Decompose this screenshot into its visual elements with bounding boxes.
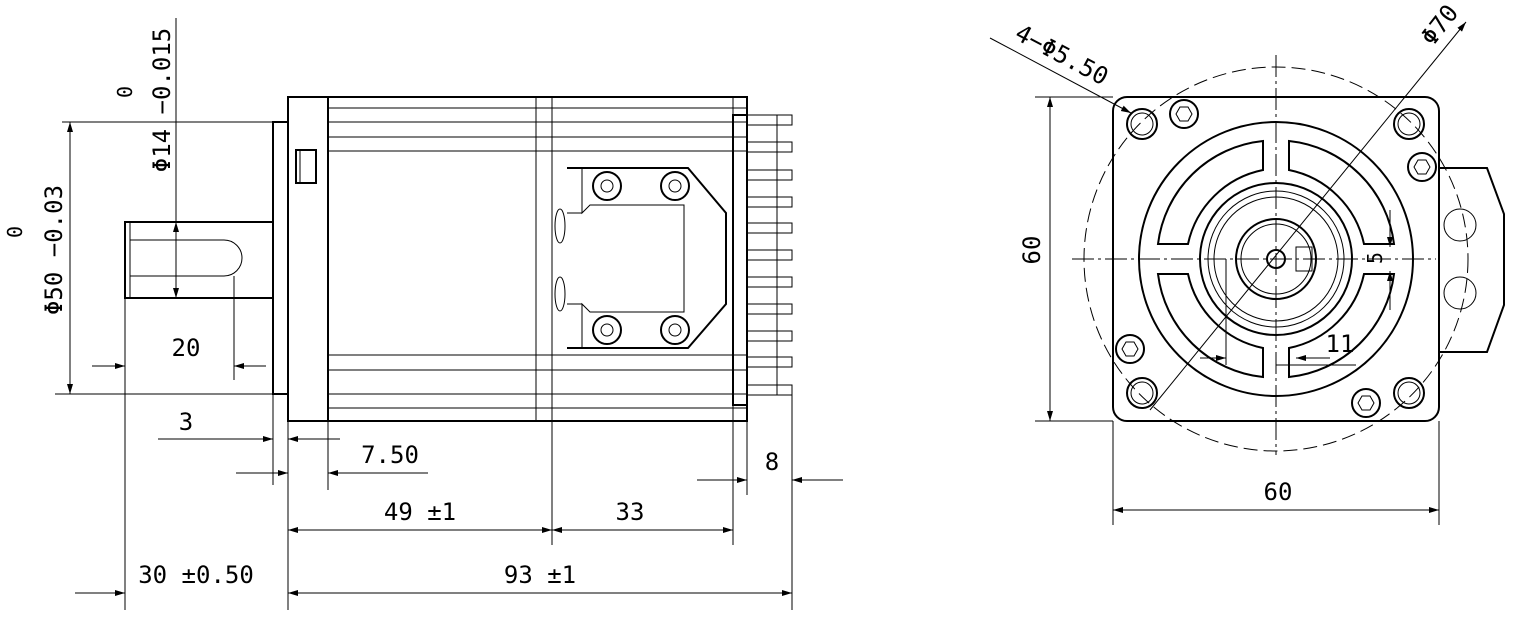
mount-hole xyxy=(1393,108,1425,140)
motor-shaft xyxy=(124,221,274,299)
connector-screw xyxy=(660,171,690,201)
connector-screw xyxy=(660,315,690,345)
body-length-label: 49 ±1 xyxy=(384,498,456,526)
front-view: 4−Φ5.50 Φ70 60 60 5 11 xyxy=(989,0,1505,525)
key-length-label: 20 xyxy=(172,334,201,362)
pilot-diameter-label: Φ50 −0.03 xyxy=(40,185,68,315)
hex-screw xyxy=(1169,99,1199,129)
dimension-lines xyxy=(67,122,843,596)
shaft-diameter-label: Φ14 −0.015 xyxy=(148,28,176,173)
hex-screw xyxy=(1115,334,1145,364)
flange-step-label: 3 xyxy=(179,408,193,436)
flange-thickness-label: 7.50 xyxy=(361,441,419,469)
hub-rings xyxy=(1199,182,1353,336)
mount-holes-label: 4−Φ5.50 xyxy=(1011,19,1113,91)
connector-screw xyxy=(592,315,622,345)
front-width-label: 60 xyxy=(1264,478,1293,506)
spoke-openings xyxy=(1156,139,1396,379)
mount-hole xyxy=(1393,377,1425,409)
connector-span-label: 33 xyxy=(616,498,645,526)
connector-box xyxy=(554,167,727,349)
hex-screw xyxy=(1351,388,1381,418)
housing-circle xyxy=(1138,121,1414,397)
connector-screw xyxy=(592,171,622,201)
pilot-diameter-tolerance-upper: 0 xyxy=(3,226,27,238)
mount-hole xyxy=(1126,377,1158,409)
key-depth-label: 11 xyxy=(1326,330,1355,358)
shaft-length-label: 30 ±0.50 xyxy=(138,561,254,589)
total-length-label: 93 ±1 xyxy=(504,561,576,589)
front-height-label: 60 xyxy=(1018,236,1046,265)
connector-pins-label: 8 xyxy=(765,448,779,476)
shaft-diameter-tolerance-upper: 0 xyxy=(113,86,137,98)
pilot-step xyxy=(272,121,289,395)
front-flange xyxy=(287,96,329,422)
bolt-circle-label: Φ70 xyxy=(1415,0,1464,51)
mount-hole xyxy=(1126,108,1158,140)
front-extension-lines xyxy=(1035,96,1440,525)
key-height-label: 5 xyxy=(1363,252,1387,264)
side-connector xyxy=(1439,167,1505,353)
front-dimension-lines xyxy=(989,21,1467,513)
side-view: 0 Φ14 −0.015 0 Φ50 −0.03 20 3 7.50 49 ±1… xyxy=(3,18,843,610)
hex-screw xyxy=(1407,152,1437,182)
terminal-pins xyxy=(732,114,793,406)
